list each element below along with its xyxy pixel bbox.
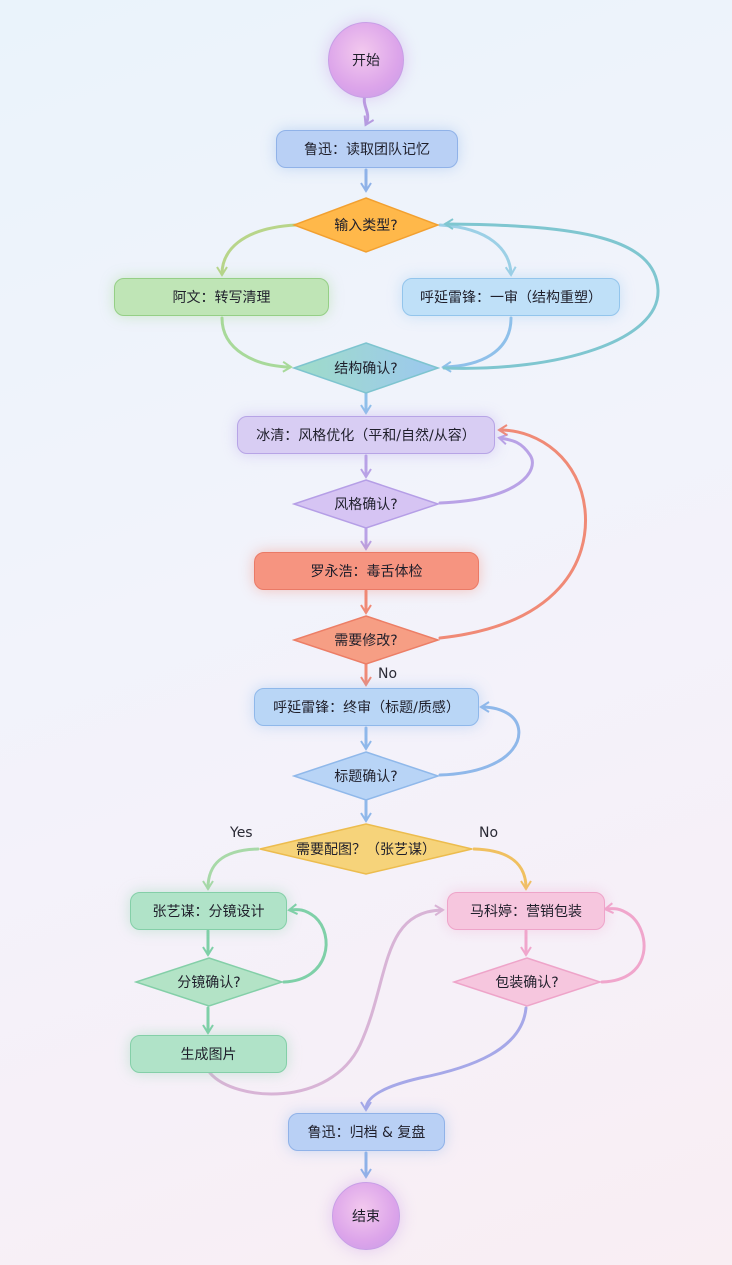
style-decision: 风格确认?	[292, 478, 440, 530]
modify-label: 需要修改?	[334, 633, 398, 649]
bingqing-node: 冰清：风格优化（平和/自然/从容）	[237, 416, 495, 454]
generate-image-node: 生成图片	[130, 1035, 287, 1073]
huyan-final-review-node: 呼延雷锋：终审（标题/质感）	[254, 688, 479, 726]
need-image-label: 需要配图？（张艺谋）	[296, 842, 436, 858]
awen-node: 阿文：转写清理	[114, 278, 329, 316]
edge-pack-archive	[360, 1006, 528, 1112]
modify-diamond-shape	[292, 615, 440, 665]
start-label: 开始	[352, 53, 380, 69]
modify-decision: 需要修改?	[292, 614, 440, 666]
edge-shot-zhang-loop	[282, 903, 328, 984]
ma-marketing-node: 马科婷：营销包装	[447, 892, 605, 930]
zhang-storyboard-label: 张艺谋：分镜设计	[152, 904, 265, 920]
no-label-image: No	[479, 825, 499, 841]
start-node: 开始	[328, 22, 404, 98]
read-memory-node: 鲁迅：读取团队记忆	[276, 130, 458, 168]
title-diamond-shape	[292, 751, 440, 801]
edge-style-bing-loop	[438, 433, 534, 505]
package-diamond-shape	[452, 957, 602, 1007]
edge-gen-ma	[208, 904, 445, 1096]
style-label: 风格确认?	[334, 497, 398, 513]
huyan-first-review-label: 呼延雷锋：一审（结构重塑）	[420, 290, 602, 306]
ma-marketing-label: 马科婷：营销包装	[470, 904, 582, 920]
edge-awen-struct	[220, 316, 293, 373]
package-decision: 包装确认?	[452, 956, 602, 1008]
input-type-label: 输入类型?	[334, 218, 398, 234]
title-label: 标题确认?	[334, 769, 398, 785]
zhang-storyboard-node: 张艺谋：分镜设计	[130, 892, 287, 930]
awen-label: 阿文：转写清理	[172, 290, 271, 306]
no-label-modify: No	[378, 666, 398, 682]
edge-input-awen	[216, 223, 298, 277]
edge-needimg-zhang	[202, 847, 260, 891]
edge-input-huyan1	[438, 223, 517, 277]
title-decision: 标题确认?	[292, 750, 440, 802]
huyan-first-review-node: 呼延雷锋：一审（结构重塑）	[402, 278, 620, 316]
need-image-diamond-shape	[259, 823, 473, 875]
luo-node: 罗永浩：毒舌体检	[254, 552, 479, 590]
style-diamond-shape	[292, 479, 440, 529]
package-label: 包装确认?	[495, 975, 559, 991]
storyboard-decision: 分镜确认?	[134, 956, 284, 1008]
end-node: 结束	[332, 1182, 400, 1250]
read-memory-label: 鲁迅：读取团队记忆	[304, 142, 430, 158]
edge-modify-bing-loop	[438, 424, 588, 640]
generate-image-label: 生成图片	[180, 1047, 237, 1063]
storyboard-diamond-shape	[134, 957, 284, 1007]
structure-diamond-shape	[292, 342, 440, 394]
structure-decision: 结构确认?	[292, 341, 440, 395]
edge-title-huyan2-loop	[438, 701, 521, 777]
need-image-decision: 需要配图？（张艺谋）	[258, 822, 474, 876]
input-type-diamond-shape	[292, 197, 440, 253]
bingqing-label: 冰清：风格优化（平和/自然/从容）	[256, 428, 476, 444]
archive-label: 鲁迅：归档 & 复盘	[307, 1125, 426, 1141]
edge-pack-ma-loop	[600, 902, 646, 984]
archive-node: 鲁迅：归档 & 复盘	[288, 1113, 445, 1151]
edge-struct-input-loop	[442, 218, 660, 370]
edge-huyan1-struct	[441, 316, 513, 373]
yes-label: Yes	[230, 825, 253, 841]
huyan-final-review-label: 呼延雷锋：终审（标题/质感）	[273, 700, 460, 716]
edge-needimg-ma	[472, 847, 532, 891]
input-type-decision: 输入类型?	[292, 196, 440, 254]
storyboard-label: 分镜确认?	[177, 975, 241, 991]
structure-label: 结构确认?	[334, 361, 398, 377]
end-label: 结束	[352, 1209, 380, 1225]
luo-label: 罗永浩：毒舌体检	[310, 564, 423, 580]
